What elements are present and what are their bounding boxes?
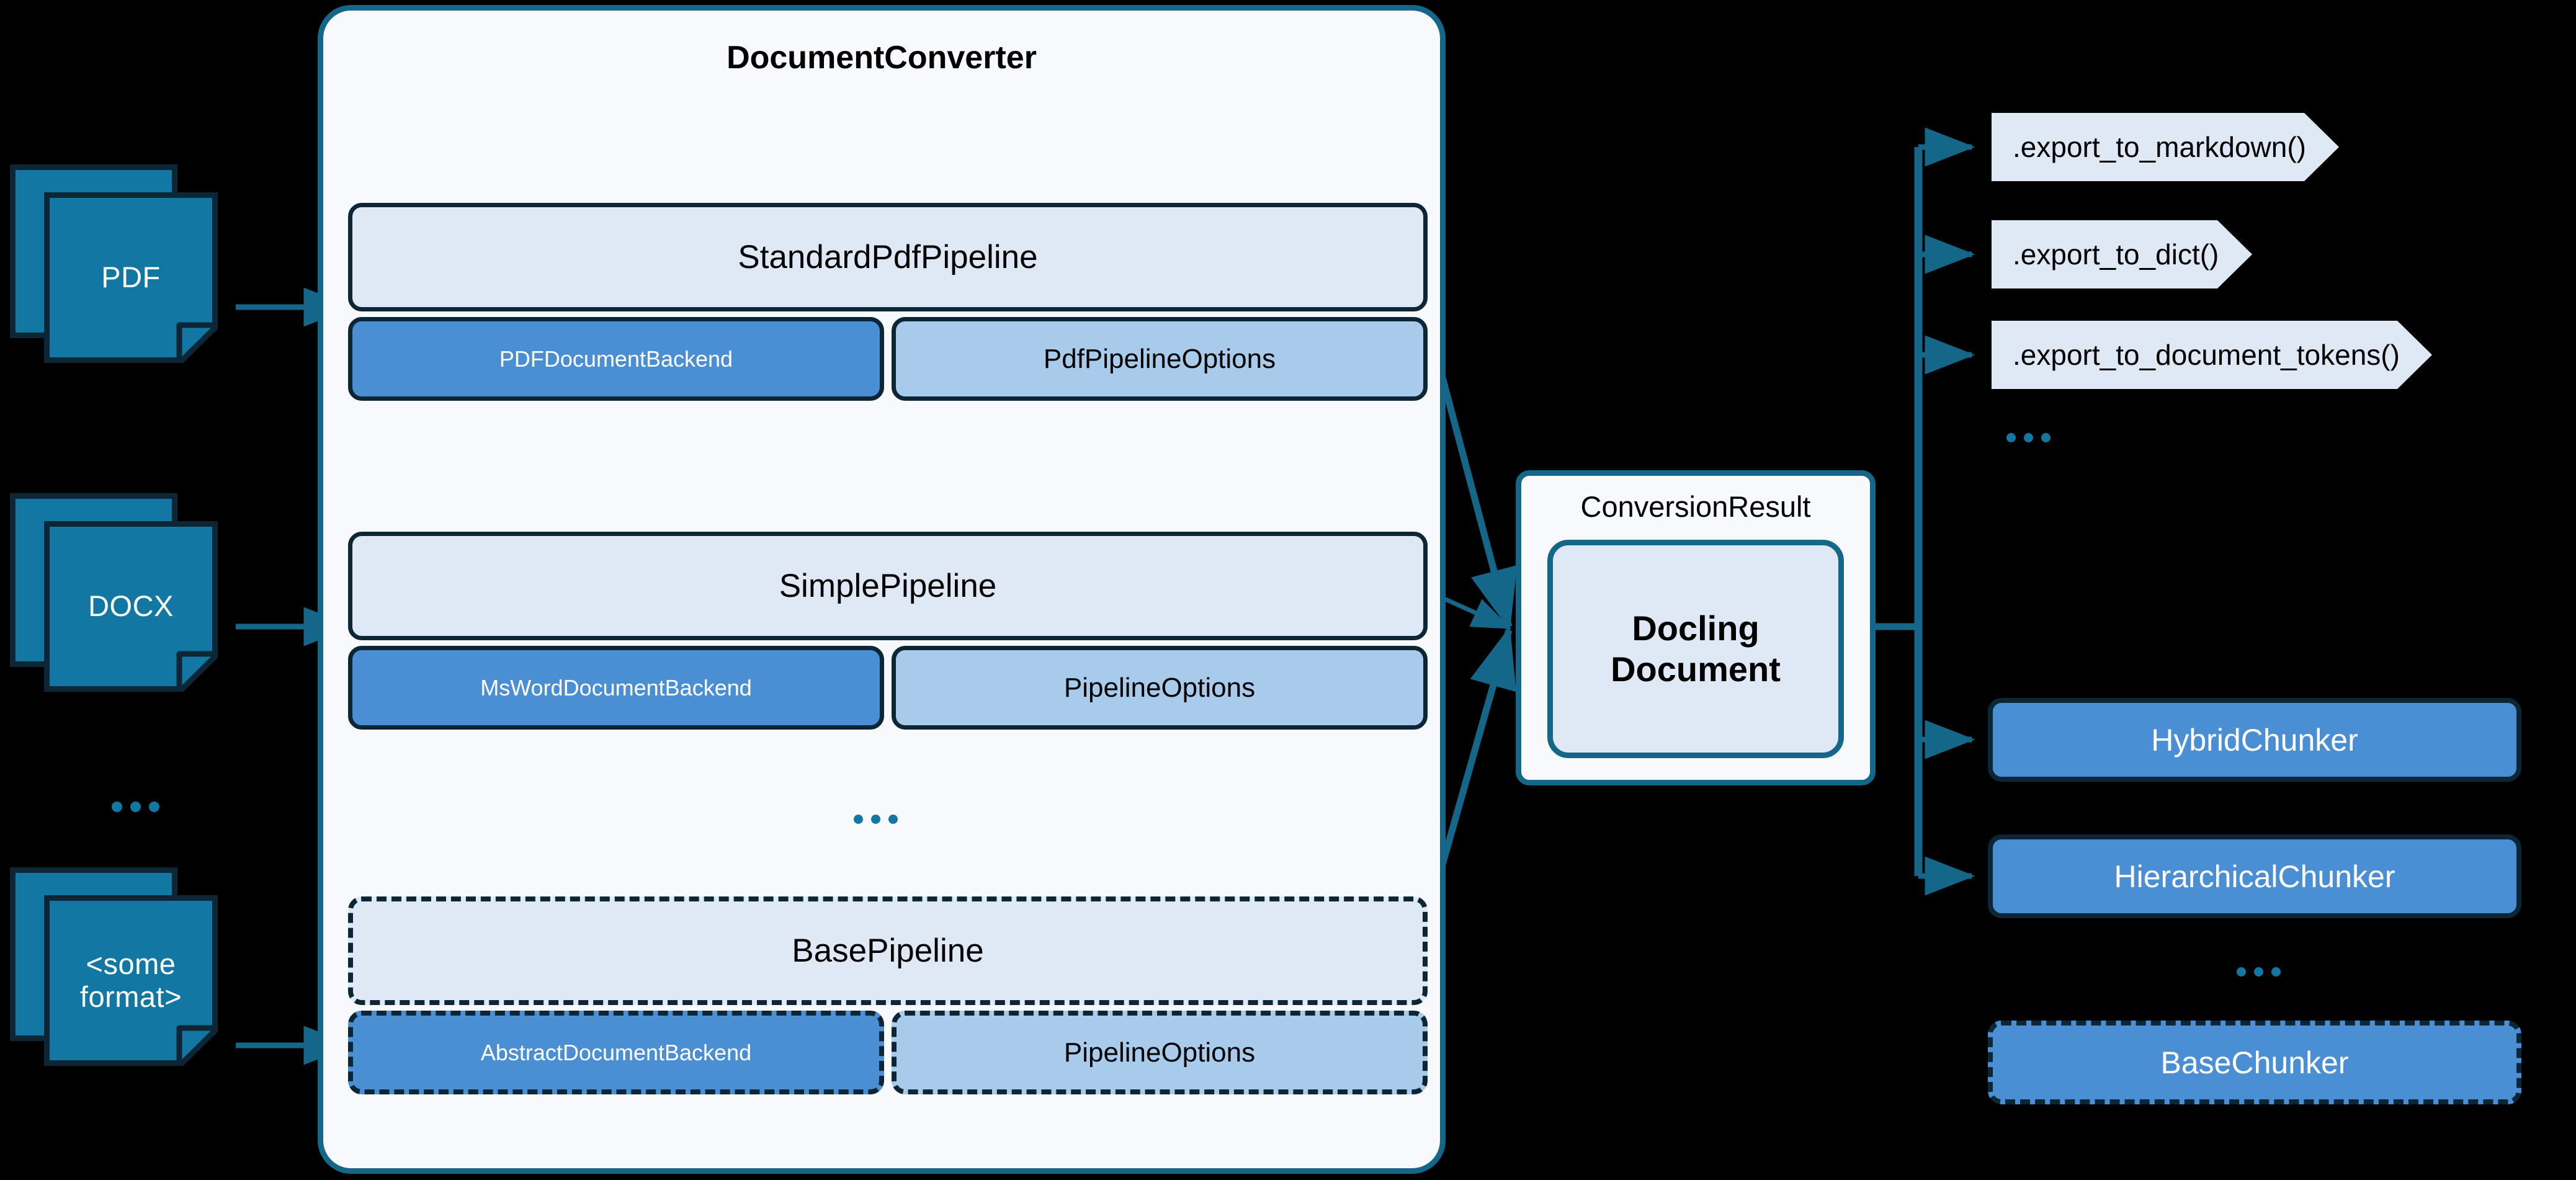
pipeline-ellipsis <box>854 815 898 824</box>
pipeline-standard-pdf[interactable]: StandardPdfPipeline PDFDocumentBackend P… <box>348 203 1428 401</box>
pipeline-title: SimplePipeline <box>348 532 1428 640</box>
input-ellipsis <box>112 802 159 812</box>
hybrid-chunker-box[interactable]: HybridChunker <box>1988 698 2521 782</box>
document-converter-panel: DocumentConverter StandardPdfPipeline PD… <box>318 5 1446 1174</box>
export-label: .export_to_dict() <box>2013 238 2219 270</box>
base-chunker-box[interactable]: BaseChunker <box>1988 1021 2521 1104</box>
chunker-label: HierarchicalChunker <box>2114 859 2395 894</box>
pipeline-options: PdfPipelineOptions <box>892 317 1428 401</box>
pipeline-title: BasePipeline <box>348 896 1428 1005</box>
pipeline-title: StandardPdfPipeline <box>348 203 1428 311</box>
page-title: DocumentConverter <box>727 40 1037 76</box>
input-doc-label: PDF <box>101 261 161 294</box>
docling-document-line1: Docling <box>1632 608 1760 648</box>
pipeline-backend: AbstractDocumentBackend <box>348 1011 884 1094</box>
pipeline-base[interactable]: BasePipeline AbstractDocumentBackend Pip… <box>348 896 1428 1094</box>
pipeline-options: PipelineOptions <box>892 646 1428 730</box>
hierarchical-chunker-box[interactable]: HierarchicalChunker <box>1988 834 2521 918</box>
export-to-document-tokens-chevron[interactable]: .export_to_document_tokens() <box>1992 321 2432 389</box>
input-doc-label: DOCX <box>88 589 174 623</box>
export-label: .export_to_markdown() <box>2013 131 2306 163</box>
chunker-label: HybridChunker <box>2151 722 2358 758</box>
input-doc-label: <some format> <box>79 947 182 1013</box>
exports-ellipsis <box>2006 433 2051 442</box>
pipeline-backend: PDFDocumentBackend <box>348 317 884 401</box>
conversion-result-title: ConversionResult <box>1580 490 1811 523</box>
pipeline-options: PipelineOptions <box>892 1011 1428 1094</box>
pipeline-simple[interactable]: SimplePipeline MsWordDocumentBackend Pip… <box>348 532 1428 730</box>
export-to-markdown-chevron[interactable]: .export_to_markdown() <box>1992 113 2339 181</box>
export-label: .export_to_document_tokens() <box>2013 339 2400 371</box>
chunker-label: BaseChunker <box>2160 1045 2349 1080</box>
docling-document-line2: Document <box>1611 650 1781 689</box>
chunkers-ellipsis <box>2237 967 2281 977</box>
doc-front-sheet-icon <box>44 521 218 692</box>
docling-document-box[interactable]: Docling Document <box>1547 540 1844 758</box>
pipeline-backend: MsWordDocumentBackend <box>348 646 884 730</box>
export-to-dict-chevron[interactable]: .export_to_dict() <box>1992 220 2252 288</box>
conversion-result-panel: ConversionResult Docling Document <box>1516 470 1876 785</box>
